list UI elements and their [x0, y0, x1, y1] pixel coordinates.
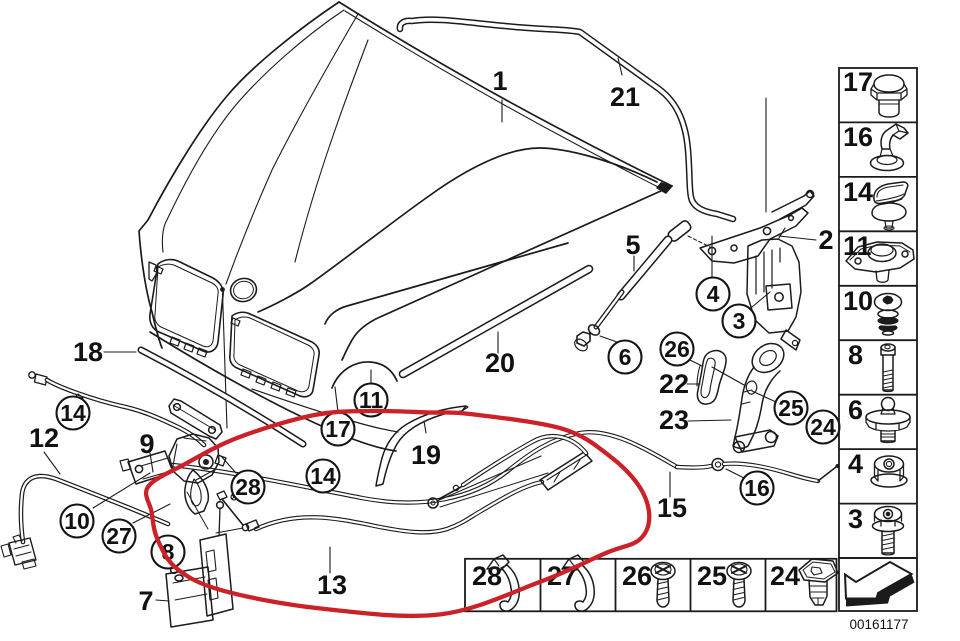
svg-text:00161177: 00161177 — [849, 617, 908, 632]
svg-text:22: 22 — [659, 369, 689, 399]
svg-text:17: 17 — [843, 67, 873, 97]
svg-text:24: 24 — [810, 414, 836, 440]
svg-text:25: 25 — [778, 395, 804, 421]
svg-text:4: 4 — [707, 281, 720, 307]
svg-text:26: 26 — [622, 561, 652, 591]
svg-text:7: 7 — [138, 586, 153, 616]
svg-text:28: 28 — [472, 561, 502, 591]
svg-text:18: 18 — [73, 337, 103, 367]
svg-text:12: 12 — [29, 423, 59, 453]
svg-text:17: 17 — [325, 416, 351, 442]
svg-text:16: 16 — [843, 122, 873, 152]
svg-text:5: 5 — [625, 230, 640, 260]
svg-text:19: 19 — [411, 440, 441, 470]
svg-text:1: 1 — [492, 66, 507, 96]
svg-text:10: 10 — [843, 286, 873, 316]
svg-text:9: 9 — [139, 429, 154, 459]
svg-text:11: 11 — [843, 231, 872, 261]
svg-text:23: 23 — [659, 405, 689, 435]
svg-text:25: 25 — [697, 561, 727, 591]
svg-text:28: 28 — [235, 474, 261, 500]
svg-text:11: 11 — [359, 387, 384, 413]
svg-text:14: 14 — [843, 177, 873, 207]
svg-text:14: 14 — [310, 463, 336, 489]
svg-text:24: 24 — [770, 561, 800, 591]
svg-text:10: 10 — [64, 508, 90, 534]
svg-text:8: 8 — [848, 340, 863, 370]
svg-text:20: 20 — [485, 348, 515, 378]
svg-text:6: 6 — [619, 344, 632, 370]
svg-text:2: 2 — [818, 225, 833, 255]
svg-text:26: 26 — [664, 336, 690, 362]
svg-text:14: 14 — [60, 400, 86, 426]
svg-text:13: 13 — [317, 570, 347, 600]
svg-text:16: 16 — [744, 475, 770, 501]
svg-text:21: 21 — [610, 82, 640, 112]
svg-text:15: 15 — [657, 493, 687, 523]
svg-text:6: 6 — [848, 395, 863, 425]
svg-text:3: 3 — [733, 308, 746, 334]
svg-text:3: 3 — [848, 504, 863, 534]
svg-text:27: 27 — [106, 523, 132, 549]
svg-text:4: 4 — [848, 449, 863, 479]
